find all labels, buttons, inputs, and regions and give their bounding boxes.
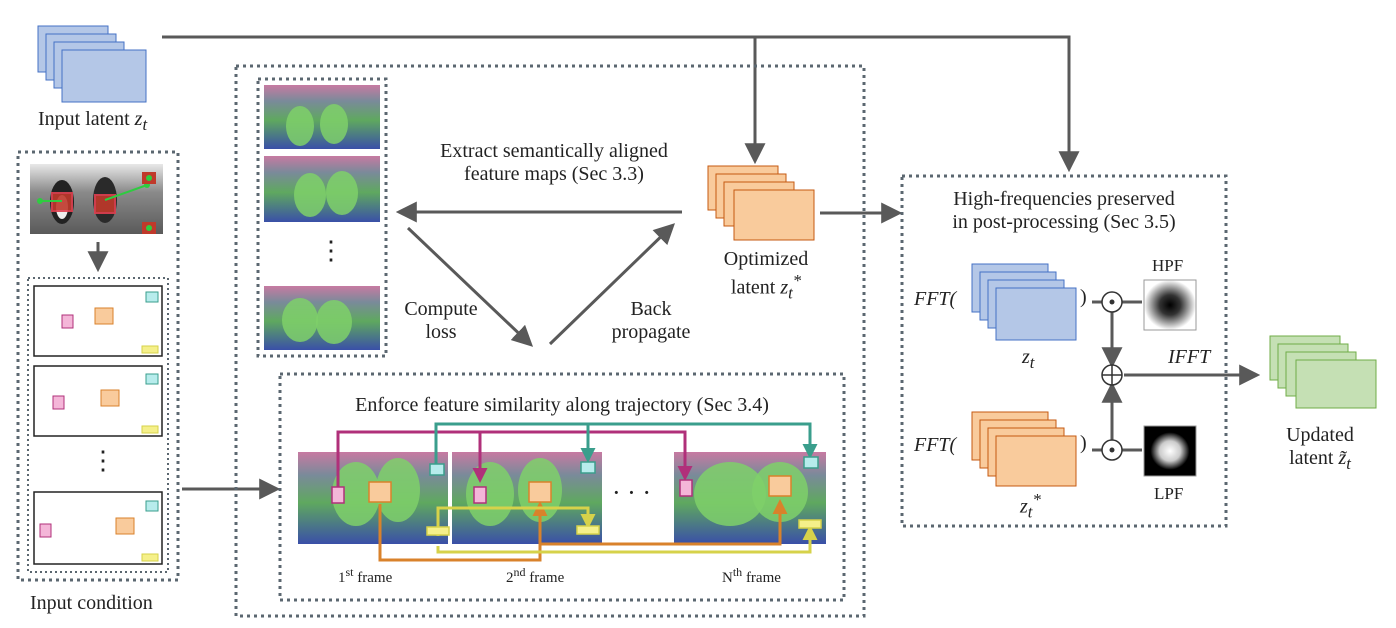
fft-close-bottom: ) xyxy=(1080,432,1087,454)
optimized-latent-stack xyxy=(707,165,815,241)
fft-close-top: ) xyxy=(1080,286,1087,308)
back-propagate-label: Back propagate xyxy=(611,298,691,343)
horizontal-dots: · · · xyxy=(612,478,651,507)
hpf-label: HPF xyxy=(1152,256,1184,275)
input-latent-stack xyxy=(37,25,147,103)
optimization-panel xyxy=(234,64,866,618)
ifft-label: IFFT xyxy=(1168,346,1211,368)
input-latent-label: Input latent zt xyxy=(38,108,148,134)
fft-label-top: FFT( xyxy=(914,288,957,310)
oplus-operator xyxy=(1101,364,1123,386)
fft-label-bottom: FFT( xyxy=(914,434,957,456)
operator-lines xyxy=(1092,300,1261,452)
zt-label: zt xyxy=(1022,346,1035,372)
condition-frame-1 xyxy=(33,285,163,357)
condition-frame-2 xyxy=(33,365,163,437)
input-condition-panel xyxy=(16,150,180,582)
vertical-dots-condition: ⋮ xyxy=(90,446,116,475)
zstar-stack xyxy=(971,411,1077,487)
enforce-label: Enforce feature similarity along traject… xyxy=(355,394,769,416)
optimization-loop-arrows xyxy=(395,201,682,347)
condition-frame-n xyxy=(33,491,163,565)
high-freq-label: High-frequencies preserved in post-proce… xyxy=(952,188,1176,233)
odot-operator-2 xyxy=(1101,439,1123,461)
odot-operator-1 xyxy=(1101,291,1123,313)
zstar-label: zt* xyxy=(1020,490,1041,522)
post-processing-panel xyxy=(900,174,1228,528)
updated-latent-stack xyxy=(1269,335,1377,409)
updated-latent-label: Updated latent z̃t xyxy=(1286,424,1354,473)
lpf-filter xyxy=(1143,425,1197,477)
zt-stack xyxy=(971,263,1077,341)
vertical-dots-features: ⋮ xyxy=(318,236,344,265)
frame-n-label: Nth frame xyxy=(722,565,781,586)
condition-photo xyxy=(30,164,163,234)
hpf-filter xyxy=(1143,279,1197,331)
extract-label: Extract semantically aligned feature map… xyxy=(440,140,668,185)
input-condition-label: Input condition xyxy=(30,592,153,614)
trajectory-markers xyxy=(331,456,822,536)
lpf-label: LPF xyxy=(1154,484,1184,503)
trajectory-lines xyxy=(336,422,818,562)
frame-1-label: 1st frame xyxy=(338,565,393,586)
frame-2-label: 2nd frame xyxy=(506,565,565,586)
top-arrows xyxy=(162,35,1080,173)
feature-maps-column xyxy=(256,77,388,358)
compute-loss-label: Compute loss xyxy=(404,298,478,343)
optimized-latent-label: Optimized latent zt* xyxy=(723,248,809,303)
